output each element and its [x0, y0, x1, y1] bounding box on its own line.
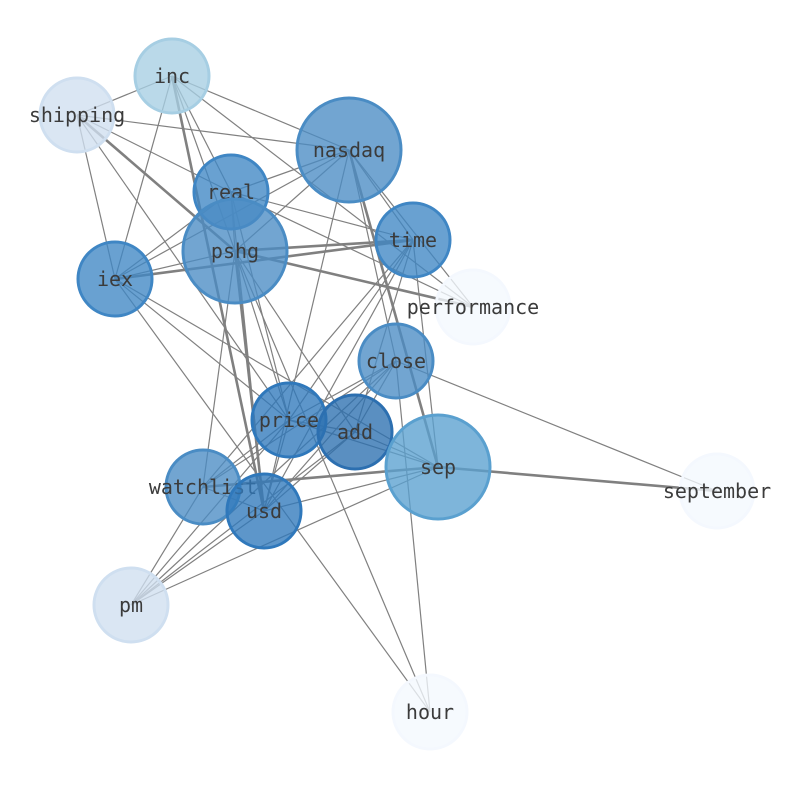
node-circle-close: [357, 322, 435, 400]
edge-close-hour: [395, 360, 431, 713]
node-label-time: time: [389, 228, 437, 252]
node-pm: pm: [92, 566, 170, 644]
node-circle-performance: [434, 268, 512, 346]
node-label-sep: sep: [420, 455, 456, 479]
node-label-inc: inc: [154, 64, 190, 88]
node-circle-inc: [133, 37, 211, 115]
edge-nasdaq-sep: [347, 149, 440, 468]
node-label-shipping: shipping: [29, 103, 125, 127]
edge-shipping-price: [76, 114, 290, 421]
node-pshg: pshg: [181, 197, 289, 305]
node-time: time: [374, 201, 452, 279]
edge-real-performance: [230, 191, 474, 308]
node-circle-add: [316, 393, 394, 471]
node-circle-pm: [92, 566, 170, 644]
node-hour: hour: [391, 673, 469, 751]
node-circle-nasdaq: [295, 96, 403, 204]
edge-close-september: [395, 360, 718, 492]
node-label-price: price: [259, 408, 319, 432]
node-circle-september: [678, 452, 756, 530]
node-circle-time: [374, 201, 452, 279]
node-september: september: [663, 452, 771, 530]
node-label-hour: hour: [406, 700, 454, 724]
edge-time-usd: [263, 239, 414, 512]
node-sep: sep: [384, 413, 492, 521]
edge-time-watchlist: [202, 239, 414, 488]
node-label-close: close: [366, 349, 426, 373]
node-label-nasdaq: nasdaq: [313, 138, 385, 162]
node-label-add: add: [337, 420, 373, 444]
node-label-performance: performance: [407, 295, 539, 319]
node-price: price: [250, 381, 328, 459]
node-label-iex: iex: [97, 267, 133, 291]
node-label-september: september: [663, 479, 771, 503]
node-shipping: shipping: [29, 76, 125, 154]
node-add: add: [316, 393, 394, 471]
node-label-pm: pm: [119, 593, 143, 617]
node-circle-hour: [391, 673, 469, 751]
node-label-usd: usd: [246, 499, 282, 523]
node-iex: iex: [76, 240, 154, 318]
node-close: close: [357, 322, 435, 400]
node-usd: usd: [225, 472, 303, 550]
node-circle-iex: [76, 240, 154, 318]
node-inc: inc: [133, 37, 211, 115]
node-label-pshg: pshg: [211, 239, 259, 263]
node-nasdaq: nasdaq: [295, 96, 403, 204]
node-circle-sep: [384, 413, 492, 521]
node-circle-pshg: [181, 197, 289, 305]
node-circle-shipping: [38, 76, 116, 154]
edge-pshg-hour: [234, 250, 431, 713]
node-circle-usd: [225, 472, 303, 550]
node-performance: performance: [407, 268, 539, 346]
